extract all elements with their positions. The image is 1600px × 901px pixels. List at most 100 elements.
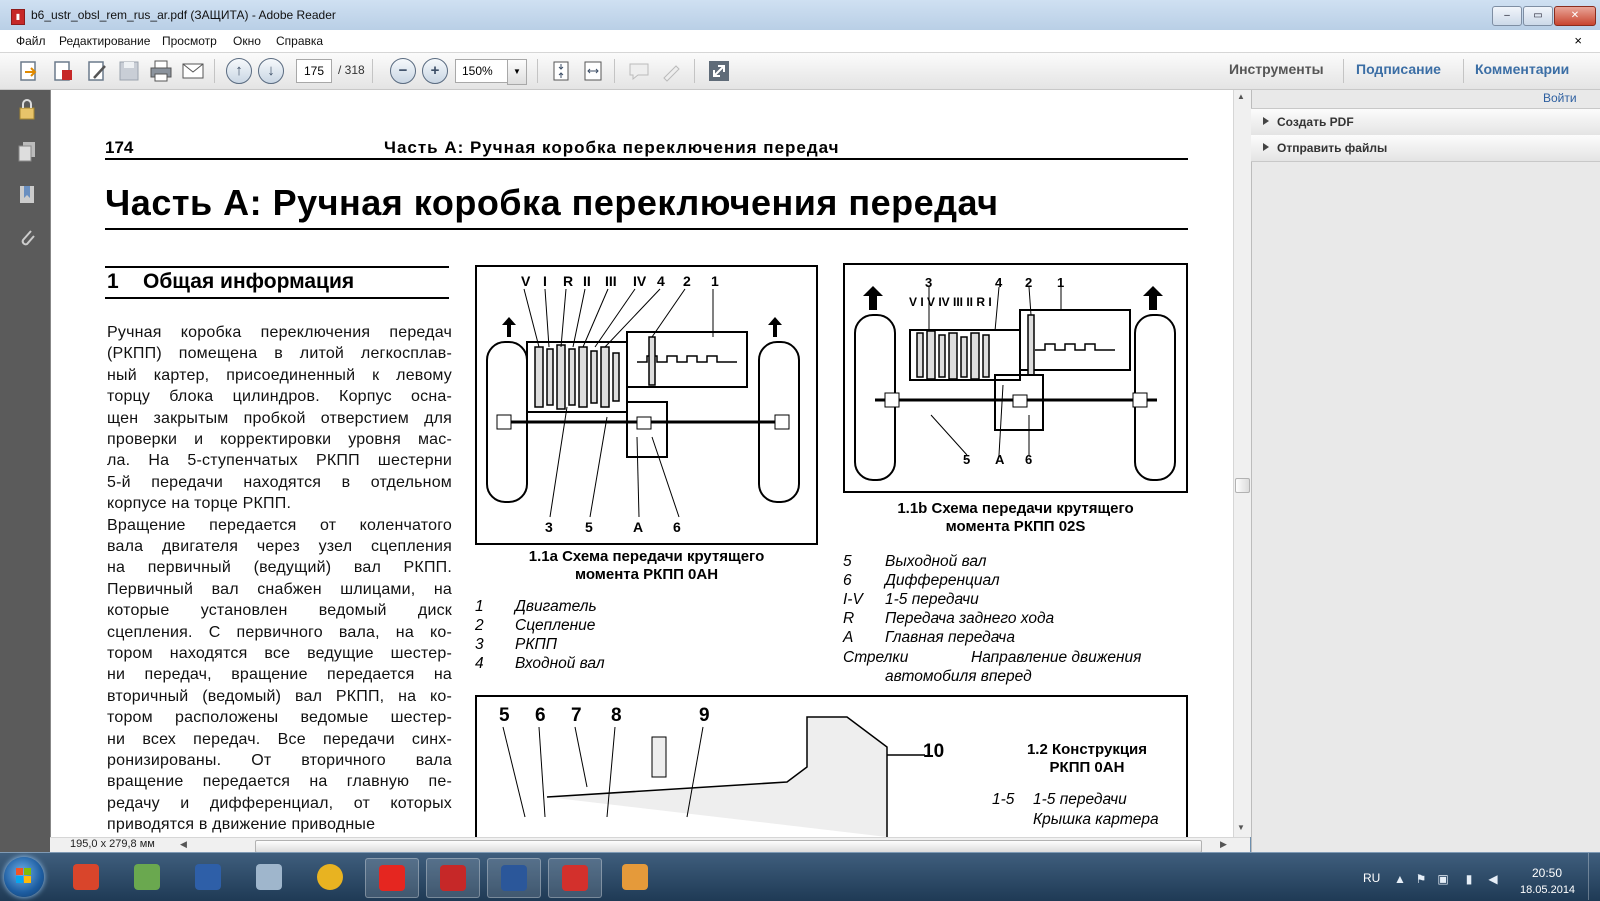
title-rule — [105, 228, 1188, 230]
legend-text: Сцепление — [515, 617, 596, 634]
expand-arrow-icon — [1263, 143, 1269, 151]
legend-text: Главная передача — [885, 629, 1015, 646]
taskbar-app-button[interactable] — [548, 858, 602, 898]
highlight-icon[interactable] — [658, 58, 684, 84]
menu-edit[interactable]: Редактирование — [59, 34, 151, 48]
tab-comments[interactable]: Комментарии — [1475, 61, 1570, 77]
legend-number: 3 — [475, 636, 484, 653]
comment-icon[interactable] — [626, 58, 652, 84]
scrollbar-thumb[interactable] — [1235, 478, 1250, 493]
scroll-down-icon[interactable]: ▼ — [1237, 823, 1245, 832]
taskbar-app-button[interactable] — [609, 858, 661, 896]
paragraph-line: вращение передается на главную пе- — [107, 773, 452, 791]
next-page-icon[interactable]: ↓ — [258, 58, 284, 84]
menu-help[interactable]: Справка — [276, 34, 324, 48]
scroll-right-icon[interactable]: ▶ — [1220, 839, 1227, 849]
taskbar-app-button[interactable] — [121, 858, 173, 896]
attachment-icon[interactable] — [17, 226, 37, 248]
diagram-label: II — [583, 273, 591, 289]
section-title: Общая информация — [143, 270, 355, 293]
show-hidden-icons-icon[interactable]: ▲ — [1394, 872, 1406, 886]
legend-number: 2 — [475, 617, 484, 634]
taskbar-app-button[interactable] — [60, 858, 112, 896]
open-file-icon[interactable] — [16, 58, 42, 84]
create-pdf-icon[interactable] — [50, 58, 76, 84]
bookmark-icon[interactable] — [17, 183, 37, 205]
paragraph-line: ный картер, присоединенный к левому — [107, 366, 452, 384]
legend-arrows-text: Направление движения — [971, 649, 1142, 666]
document-viewport[interactable]: 174 Часть А: Ручная коробка переключения… — [50, 90, 1243, 837]
menu-view[interactable]: Просмотр — [162, 34, 217, 48]
menu-window[interactable]: Окно — [233, 34, 261, 48]
power-icon[interactable]: ▣ — [1437, 872, 1449, 886]
network-icon[interactable]: ▮ — [1465, 872, 1473, 886]
menu-file[interactable]: Файл — [16, 34, 46, 48]
fit-page-icon[interactable] — [548, 58, 574, 84]
clock-time[interactable]: 20:50 — [1532, 866, 1563, 880]
zoom-in-icon[interactable]: + — [422, 58, 448, 84]
tools-panel — [1251, 90, 1600, 852]
legend-text: Передача заднего хода — [885, 610, 1055, 627]
close-button[interactable]: ✕ — [1554, 6, 1596, 26]
tab-tools[interactable]: Инструменты — [1229, 61, 1324, 77]
send-files-row[interactable]: Отправить файлы — [1251, 135, 1600, 162]
pdf-file-icon: ▮ — [11, 9, 25, 25]
login-link[interactable]: Войти — [1543, 91, 1577, 105]
window-title: b6_ustr_obsl_rem_rus_ar.pdf (ЗАЩИТА) - A… — [31, 8, 336, 22]
full-screen-icon[interactable] — [706, 58, 732, 84]
diagram-label: 1 — [1057, 275, 1065, 290]
zoom-level-input[interactable]: 150% — [455, 59, 509, 83]
taskbar-app-button[interactable] — [182, 858, 234, 896]
taskbar-app-button[interactable] — [243, 858, 295, 896]
calculator-icon — [256, 864, 282, 890]
diagram-label: 10 — [923, 741, 945, 762]
adobe-reader-icon — [440, 865, 466, 891]
chevron-down-icon[interactable]: ▼ — [507, 59, 527, 85]
taskbar-app-button[interactable] — [426, 858, 480, 898]
scroll-left-icon[interactable]: ◀ — [180, 839, 187, 849]
vertical-scrollbar[interactable]: ▲ ▼ — [1233, 90, 1251, 837]
diagram-label: 3 — [925, 275, 933, 290]
paragraph-line: сцепления. С первичного вала, на ко- — [107, 623, 452, 641]
create-pdf-row[interactable]: Создать PDF — [1251, 108, 1600, 136]
email-icon[interactable] — [180, 58, 206, 84]
print-icon[interactable] — [148, 58, 174, 84]
tab-sign[interactable]: Подписание — [1356, 61, 1441, 77]
zoom-out-icon[interactable]: − — [390, 58, 416, 84]
legend-number: 5 — [843, 553, 852, 570]
volume-icon[interactable]: ◀ — [1488, 872, 1498, 886]
legend-text: 1-5 передачи — [885, 591, 979, 608]
figure-1-2-caption: 1.2 Конструкция РКПП 0АН — [997, 741, 1177, 777]
show-desktop-button[interactable] — [1588, 853, 1600, 900]
diagram-label: 3 — [545, 519, 553, 535]
close-document-icon[interactable]: × — [1574, 33, 1582, 48]
legend-arrows-key: Стрелки — [843, 649, 909, 666]
page-number-input[interactable]: 175 — [296, 59, 332, 83]
horizontal-scrollbar[interactable]: ◀ ▶ — [50, 837, 1250, 853]
taskbar-app-button[interactable] — [304, 858, 356, 896]
maximize-button[interactable]: ▭ — [1523, 6, 1553, 26]
start-button[interactable] — [4, 857, 44, 897]
section-rule-top — [105, 266, 449, 268]
taskbar-app-button[interactable] — [365, 858, 419, 898]
paint-icon — [622, 864, 648, 890]
diagram-label: 8 — [611, 705, 622, 726]
paragraph-line: приводятся в движение приводные — [107, 816, 376, 834]
clock-date[interactable]: 18.05.2014 — [1520, 884, 1576, 896]
edit-pdf-icon[interactable] — [84, 58, 110, 84]
figure-1-1b-gear-labels: V I V IV III II R I — [909, 295, 992, 309]
fit-width-icon[interactable] — [580, 58, 606, 84]
save-icon[interactable] — [116, 58, 142, 84]
action-center-flag-icon[interactable]: ⚑ — [1415, 872, 1427, 886]
figure-1-2-legend-text: 1-5 передачи — [1033, 791, 1127, 808]
minimize-button[interactable]: – — [1492, 6, 1522, 26]
lock-icon[interactable] — [17, 98, 37, 120]
scroll-up-icon[interactable]: ▲ — [1237, 92, 1245, 101]
create-pdf-label: Создать PDF — [1277, 115, 1354, 129]
language-indicator[interactable]: RU — [1363, 871, 1381, 885]
paragraph-line: (РКПП) помещена в литой легкосплав- — [107, 345, 452, 363]
previous-page-icon[interactable]: ↑ — [226, 58, 252, 84]
taskbar-app-button[interactable] — [487, 858, 541, 898]
pages-thumbnail-icon[interactable] — [17, 140, 37, 162]
